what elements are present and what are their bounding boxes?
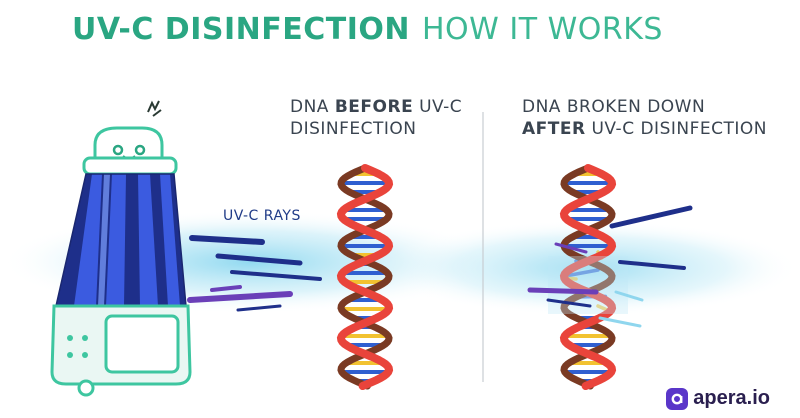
uv-rays-label: UV-C RAYS	[223, 208, 301, 224]
heading-before: DNA BEFORE UV-C DISINFECTION	[290, 96, 462, 140]
brand-name: apera.io	[693, 387, 770, 409]
heading-before-bold: BEFORE	[334, 97, 414, 117]
uv-ray	[614, 290, 644, 302]
title-subtitle: HOW IT WORKS	[422, 12, 663, 47]
dna-strand-back	[560, 164, 616, 390]
dna-helix-before	[336, 164, 394, 390]
heading-after: DNA BROKEN DOWN AFTER UV-C DISINFECTION	[522, 96, 767, 140]
dna-strand-back	[337, 164, 393, 390]
brand-logo[interactable]: apera.io	[666, 387, 770, 410]
uv-ray	[554, 242, 588, 254]
uv-ray	[210, 285, 242, 292]
page-title: UV-C DISINFECTION HOW IT WORKS	[72, 10, 663, 50]
uv-ray	[189, 235, 265, 245]
uv-ray	[236, 304, 282, 312]
uv-ray	[546, 298, 592, 308]
robot-icon	[50, 100, 192, 397]
dna-helix-after-broken	[548, 164, 628, 390]
uv-ray	[618, 260, 686, 270]
heading-after-bold: AFTER	[522, 119, 586, 139]
uv-ray	[187, 291, 293, 303]
title-main: UV-C DISINFECTION	[72, 12, 410, 47]
heading-before-suffix: UV-C	[413, 97, 463, 117]
heading-after-line1: DNA BROKEN DOWN	[522, 97, 706, 117]
uv-ray	[609, 205, 693, 229]
uv-rays-through-dna	[527, 205, 693, 328]
heading-after-suffix: UV-C DISINFECTION	[585, 119, 767, 139]
dna-strand-front	[559, 164, 617, 390]
uv-ray	[215, 253, 303, 266]
uv-ray	[230, 270, 322, 281]
heading-before-prefix: DNA	[290, 97, 335, 117]
uv-rays	[187, 235, 322, 312]
dna-base-fragment	[563, 268, 600, 278]
uv-ray	[598, 316, 642, 328]
dna-strand-front	[336, 164, 394, 390]
apera-logo-icon	[666, 387, 689, 410]
heading-before-line2: DISINFECTION	[290, 119, 417, 139]
uv-ray	[527, 287, 599, 295]
